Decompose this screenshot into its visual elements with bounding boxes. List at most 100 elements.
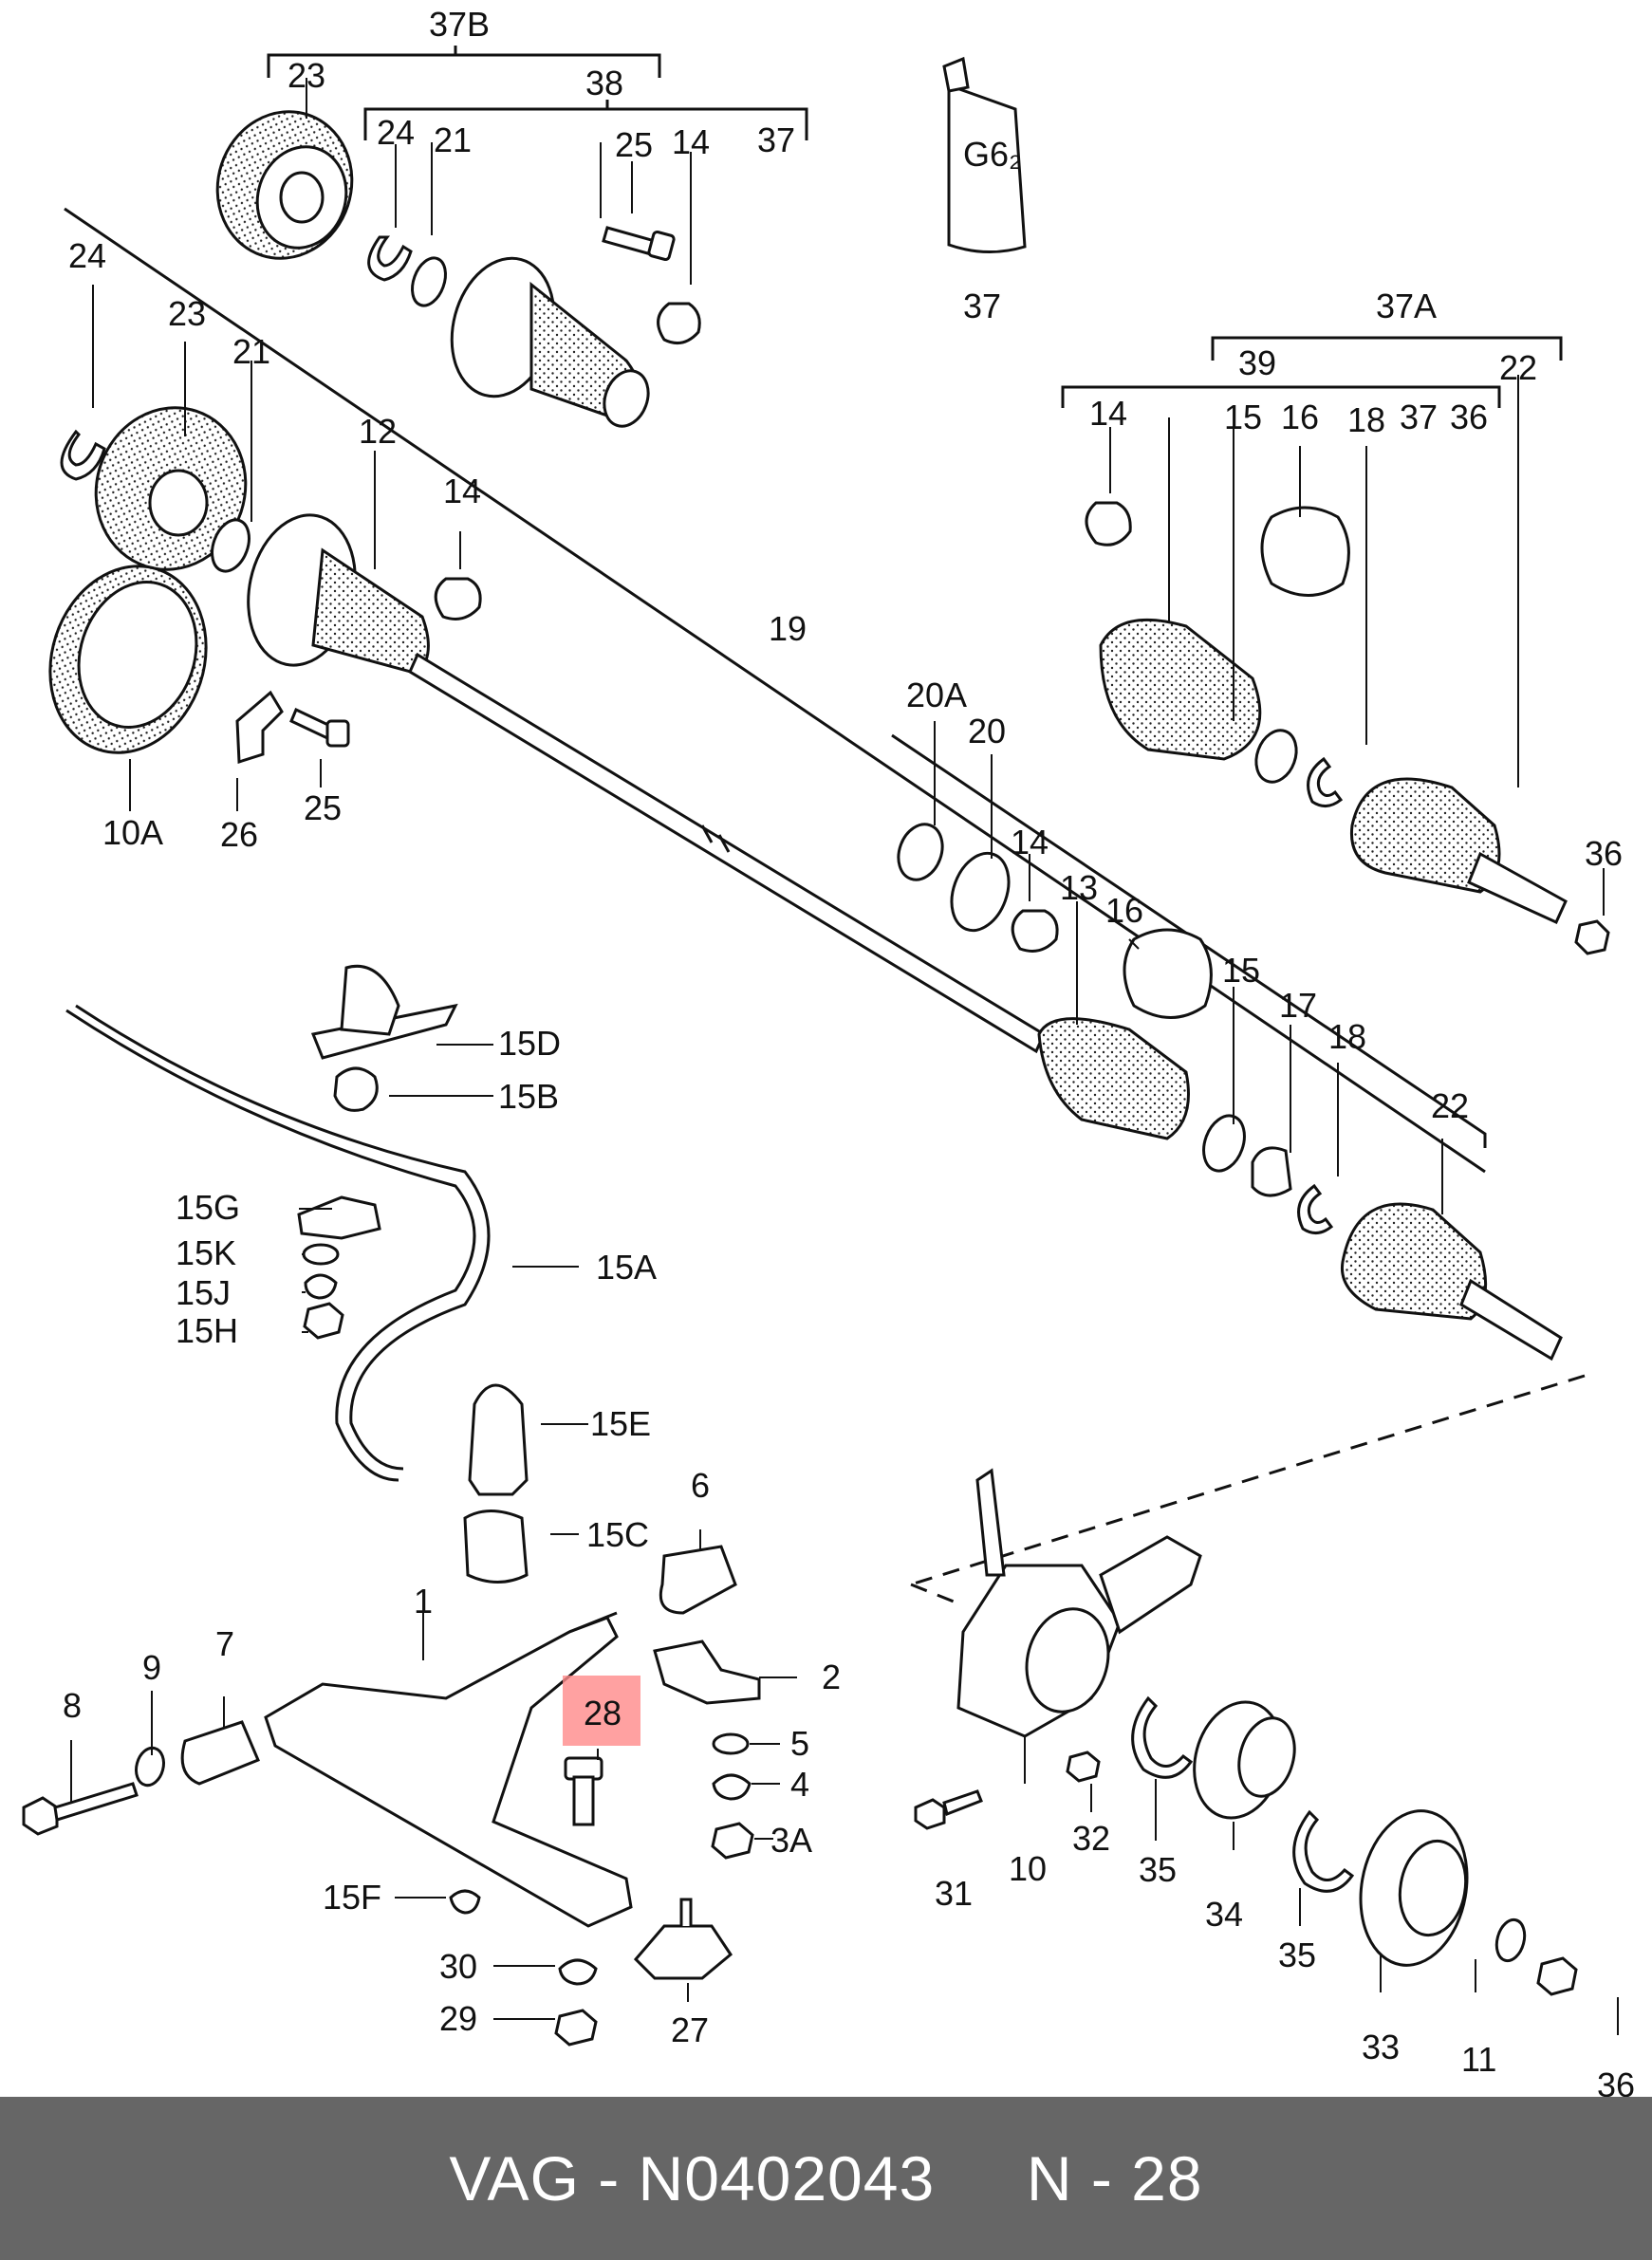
lockwasher-4 xyxy=(712,1773,752,1801)
label-6: 6 xyxy=(691,1466,710,1505)
nut-3A xyxy=(711,1822,754,1860)
label-20A: 20A xyxy=(906,676,967,714)
label-15D: 15D xyxy=(498,1024,561,1063)
part-number-footer: VAG - N0402043 N - 28 xyxy=(0,2097,1652,2260)
washer-15K xyxy=(302,1243,340,1266)
label-16: 16 xyxy=(1105,891,1143,930)
label-31: 31 xyxy=(935,1874,973,1913)
washer-15-upper xyxy=(1254,729,1298,784)
clip-15F xyxy=(449,1889,481,1915)
cv-joint-22-upper xyxy=(1349,777,1568,924)
label-15: 15 xyxy=(1224,398,1262,436)
label-9: 9 xyxy=(142,1648,161,1687)
label-37A: 37A xyxy=(1376,287,1437,325)
clamp-14-upper xyxy=(657,302,701,345)
nut-15H xyxy=(303,1302,344,1340)
label-4: 4 xyxy=(790,1765,809,1804)
lockwasher-30 xyxy=(558,1958,598,1986)
circlip-35-right xyxy=(1292,1809,1355,1893)
label-11: 11 xyxy=(1461,2040,1496,2079)
clamp-14-left xyxy=(434,577,482,621)
lockwasher-15J xyxy=(304,1273,338,1300)
washer-21-upper xyxy=(411,256,447,307)
label-21: 21 xyxy=(232,332,270,371)
label-15J: 15J xyxy=(176,1273,231,1312)
nut-32 xyxy=(1066,1751,1101,1783)
nut-29 xyxy=(554,2009,598,2047)
ring-10A xyxy=(48,565,208,754)
label-37: 37 xyxy=(1400,398,1438,436)
steering-knuckle-10 xyxy=(956,1468,1202,1738)
spacer-17 xyxy=(1251,1146,1292,1197)
label-36: 36 xyxy=(1450,398,1488,436)
label-16: 16 xyxy=(1281,398,1319,436)
label-8: 8 xyxy=(63,1686,82,1725)
grease-tube-37: G6₂ xyxy=(942,56,1027,253)
label-29: 29 xyxy=(439,1999,477,2038)
label-37B: 37B xyxy=(429,5,490,44)
bushing-15B xyxy=(333,1066,379,1112)
label-1: 1 xyxy=(414,1582,433,1621)
wheel-hub-33 xyxy=(1359,1809,1469,1967)
cv-joint-22-middle xyxy=(1340,1202,1563,1362)
label-23: 23 xyxy=(288,56,325,95)
clamp-14-right xyxy=(1085,501,1132,546)
label-23: 23 xyxy=(168,294,206,333)
bolt-31 xyxy=(914,1789,983,1830)
label-24: 24 xyxy=(68,236,106,275)
label-14: 14 xyxy=(443,472,481,510)
bearing-34 xyxy=(1193,1700,1296,1820)
label-37: 37 xyxy=(757,120,795,159)
label-22: 22 xyxy=(1499,348,1537,387)
cv-joint-12 xyxy=(247,513,430,676)
label-15E: 15E xyxy=(590,1404,651,1443)
label-32: 32 xyxy=(1072,1819,1110,1858)
flange-23-upper xyxy=(215,110,354,260)
label-38: 38 xyxy=(585,64,623,102)
label-15H: 15H xyxy=(176,1311,238,1350)
ring-20 xyxy=(950,851,1011,933)
circlip-35-left xyxy=(1131,1695,1194,1779)
washer-15-middle xyxy=(1202,1114,1246,1173)
label-25: 25 xyxy=(615,125,653,164)
label-28: 28 xyxy=(584,1694,622,1732)
label-35: 35 xyxy=(1139,1850,1177,1889)
label-15G: 15G xyxy=(176,1188,240,1227)
label-7: 7 xyxy=(215,1624,234,1663)
flange-23-left xyxy=(94,406,248,571)
label-5: 5 xyxy=(790,1724,809,1763)
washer-9 xyxy=(135,1746,165,1788)
ball-joint-27 xyxy=(633,1924,733,1980)
label-25: 25 xyxy=(304,788,342,827)
label-12: 12 xyxy=(359,412,397,451)
highlight-28 xyxy=(563,1676,640,1746)
ring-20A xyxy=(897,823,944,881)
circlip-24-left xyxy=(60,429,106,481)
label-36: 36 xyxy=(1597,2065,1635,2097)
bushing-6 xyxy=(659,1545,737,1615)
label-15C: 15C xyxy=(586,1515,649,1554)
label-18: 18 xyxy=(1347,400,1385,439)
label-13: 13 xyxy=(1060,868,1098,907)
part-number-text: VAG - N0402043 N - 28 xyxy=(449,2143,1203,2214)
label-27: 27 xyxy=(671,2010,709,2049)
label-14: 14 xyxy=(1011,823,1049,861)
exploded-parts-diagram: G6₂ xyxy=(22,5,1635,2097)
band-16-middle xyxy=(1123,928,1213,1019)
control-arm-1 xyxy=(264,1611,633,1928)
label-19: 19 xyxy=(769,609,807,648)
label-30: 30 xyxy=(439,1947,477,1986)
label-33: 33 xyxy=(1362,2028,1400,2066)
washer-21-left xyxy=(211,518,251,573)
band-16-upper xyxy=(1260,506,1350,597)
label-14: 14 xyxy=(1089,394,1127,433)
tube-label: G6₂ xyxy=(963,135,1022,174)
label-35: 35 xyxy=(1278,1936,1316,1974)
label-36: 36 xyxy=(1585,834,1623,873)
label-3A: 3A xyxy=(770,1821,812,1860)
label-22: 22 xyxy=(1431,1086,1469,1125)
bushing-7 xyxy=(180,1720,260,1786)
label-37: 37 xyxy=(963,287,1001,325)
drive-shaft-19 xyxy=(408,652,1046,1054)
label-15A: 15A xyxy=(596,1248,657,1287)
